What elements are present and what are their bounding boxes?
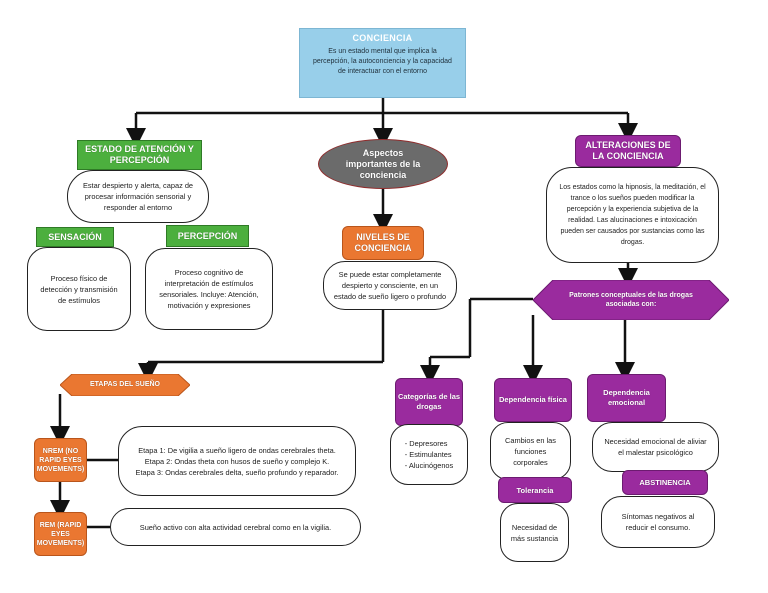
- estado-atencion-header: ESTADO DE ATENCIÓN Y PERCEPCIÓN: [77, 140, 202, 170]
- tolerancia-description: Necesidad de más sustancia: [500, 503, 569, 562]
- root-title: CONCIENCIA: [352, 33, 413, 43]
- rem-header: REM (RAPID EYES MOVEMENTS): [34, 512, 87, 556]
- estado-atencion-description: Estar despierto y alerta, capaz de proce…: [67, 170, 209, 223]
- nrem-stage-2: Etapa 2: Ondas theta con husos de sueño …: [144, 456, 330, 466]
- aspectos-importantes-ellipse: Aspectos importantes de la conciencia: [318, 139, 448, 189]
- nrem-stage-3: Etapa 3: Ondas cerebrales delta, sueño p…: [135, 467, 339, 477]
- alteraciones-description: Los estados como la hipnosis, la meditac…: [546, 167, 719, 263]
- etapas-sueno-hexagon: [60, 374, 190, 396]
- nrem-header: NREM (NO RAPID EYES MOVEMENTS): [34, 438, 87, 482]
- percepcion-header: PERCEPCIÓN: [166, 225, 249, 247]
- alteraciones-header: ALTERACIONES DE LA CONCIENCIA: [575, 135, 681, 167]
- abstinencia-description: Síntomas negativos al reducir el consumo…: [601, 496, 715, 548]
- dependencia-emocional-header: Dependencia emocional: [587, 374, 666, 422]
- categoria-estimulantes: - Estimulantes: [404, 450, 452, 459]
- categoria-depresores: - Depresores: [404, 439, 448, 448]
- sensacion-header: SENSACIÓN: [36, 227, 114, 247]
- categorias-list: - Depresores - Estimulantes - Alucinógen…: [390, 424, 468, 485]
- root-description: Es un estado mental que implica la perce…: [313, 48, 452, 75]
- nrem-description: Etapa 1: De vigilia a sueño ligero de on…: [118, 426, 356, 496]
- percepcion-description: Proceso cognitivo de interpretación de e…: [145, 248, 273, 330]
- niveles-conciencia-header: NIVELES DE CONCIENCIA: [342, 226, 424, 260]
- niveles-conciencia-description: Se puede estar completamente despierto y…: [323, 261, 457, 310]
- tolerancia-header: Tolerancia: [498, 477, 572, 503]
- patrones-label: Patrones conceptuales de las drogas asoc…: [569, 292, 693, 308]
- dependencia-fisica-description: Cambios en las funciones corporales: [490, 422, 571, 480]
- abstinencia-header: ABSTINENCIA: [622, 470, 708, 495]
- etapas-sueno-label: ETAPAS DEL SUEÑO: [89, 381, 160, 388]
- nrem-stage-1: Etapa 1: De vigilia a sueño ligero de on…: [138, 445, 336, 455]
- sensacion-description: Proceso físico de detección y transmisió…: [27, 247, 131, 331]
- categorias-header: Categorías de las drogas: [395, 378, 463, 426]
- dependencia-fisica-header: Dependencia física: [494, 378, 572, 422]
- rem-description: Sueño activo con alta actividad cerebral…: [110, 508, 361, 546]
- root-concept-box: CONCIENCIA Es un estado mental que impli…: [299, 28, 466, 98]
- categoria-alucinogenos: - Alucinógenos: [404, 461, 454, 470]
- patrones-hexagon: [533, 280, 729, 320]
- dependencia-emocional-description: Necesidad emocional de aliviar el malest…: [592, 422, 719, 472]
